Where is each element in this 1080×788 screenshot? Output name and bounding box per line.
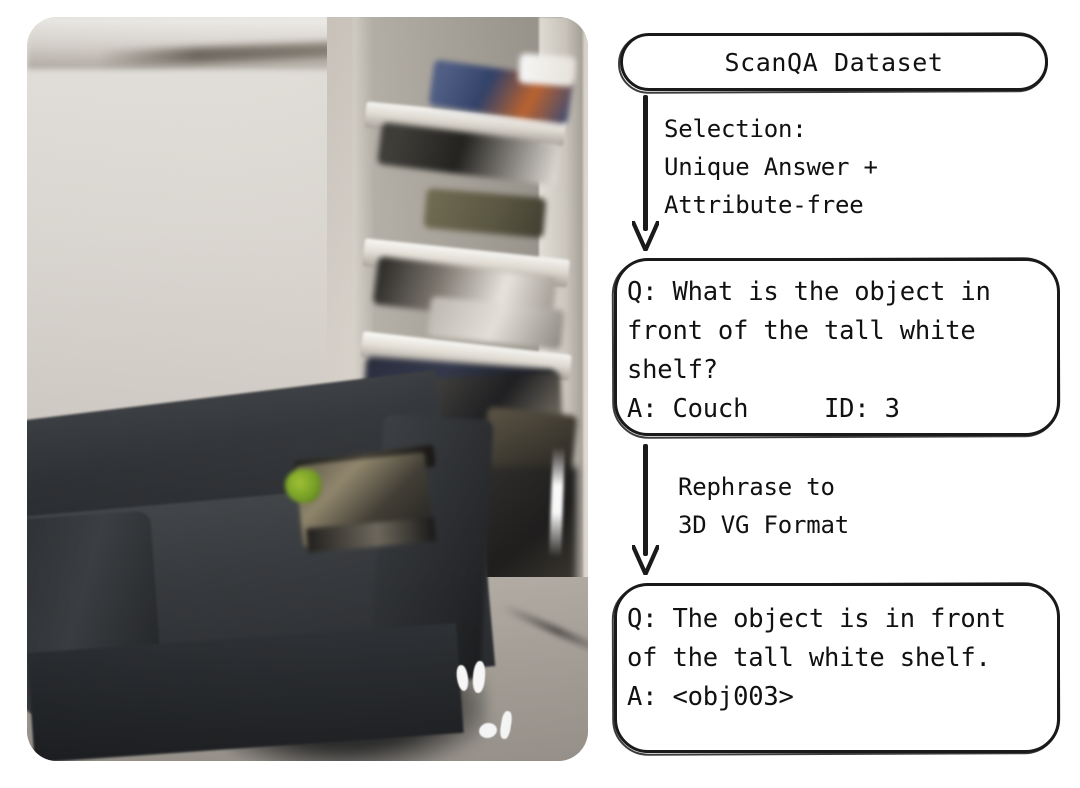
- arrow-head: [632, 545, 659, 575]
- qa2-line-1: Q: The object is in front: [627, 604, 1006, 634]
- step-1-label: Selection: Unique Answer + Attribute-fre…: [664, 115, 878, 219]
- qa2-line-3: A: <obj003>: [627, 682, 794, 712]
- shelf-item: [518, 53, 576, 87]
- arrow-shaft: [643, 444, 648, 556]
- scene-image: [27, 17, 588, 761]
- scanqa-sample-box: Q: What is the object in front of the ta…: [614, 258, 1060, 436]
- dataset-title-box: ScanQA Dataset: [620, 33, 1048, 91]
- qa2-line-2: of the tall white shelf.: [627, 643, 991, 673]
- dataset-title: ScanQA Dataset: [724, 47, 944, 77]
- qa1-line-2: front of the tall white: [627, 316, 976, 346]
- pipeline-diagram: ScanQA Dataset Selection: Unique Answer …: [600, 0, 1080, 788]
- step-2-label: Rephrase to 3D VG Format: [678, 473, 849, 539]
- arrow-shaft: [643, 95, 648, 231]
- 3dvg-sample-box: Q: The object is in front of the tall wh…: [614, 583, 1060, 753]
- qa1-line-3: shelf?: [627, 355, 718, 385]
- qa1-line-1: Q: What is the object in: [627, 277, 991, 307]
- qa1-line-4: A: Couch ID: 3: [627, 394, 900, 424]
- green-object: [285, 469, 321, 503]
- arrow-head: [632, 221, 659, 251]
